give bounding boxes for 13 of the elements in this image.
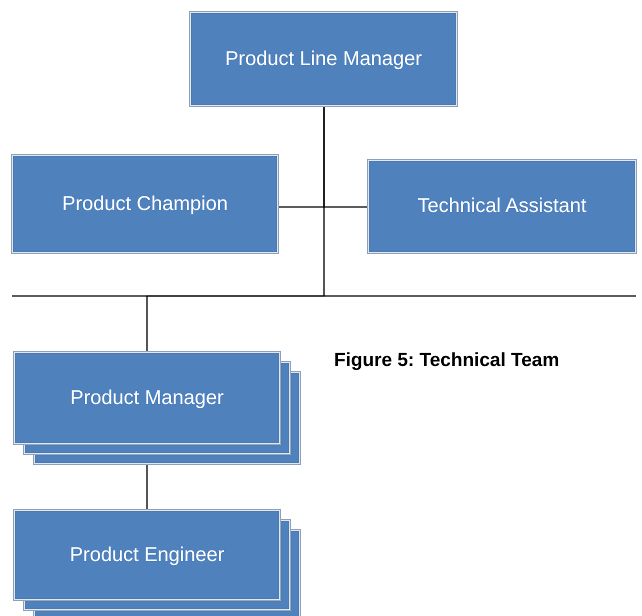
box-label: Product Engineer	[70, 544, 224, 566]
role-box	[190, 12, 457, 106]
stacked-box	[14, 510, 300, 616]
stacked-box	[14, 352, 300, 464]
role-box	[368, 160, 636, 253]
connector-line	[146, 106, 325, 352]
box-label: Technical Assistant	[418, 195, 586, 218]
box-label: Product Line Manager	[225, 48, 422, 70]
connector-line	[146, 464, 148, 510]
box-label: Product Manager	[70, 386, 224, 410]
role-box	[12, 155, 278, 253]
figure-caption: Figure 5: Technical Team	[334, 350, 560, 372]
box-label: Product Champion	[62, 192, 228, 216]
